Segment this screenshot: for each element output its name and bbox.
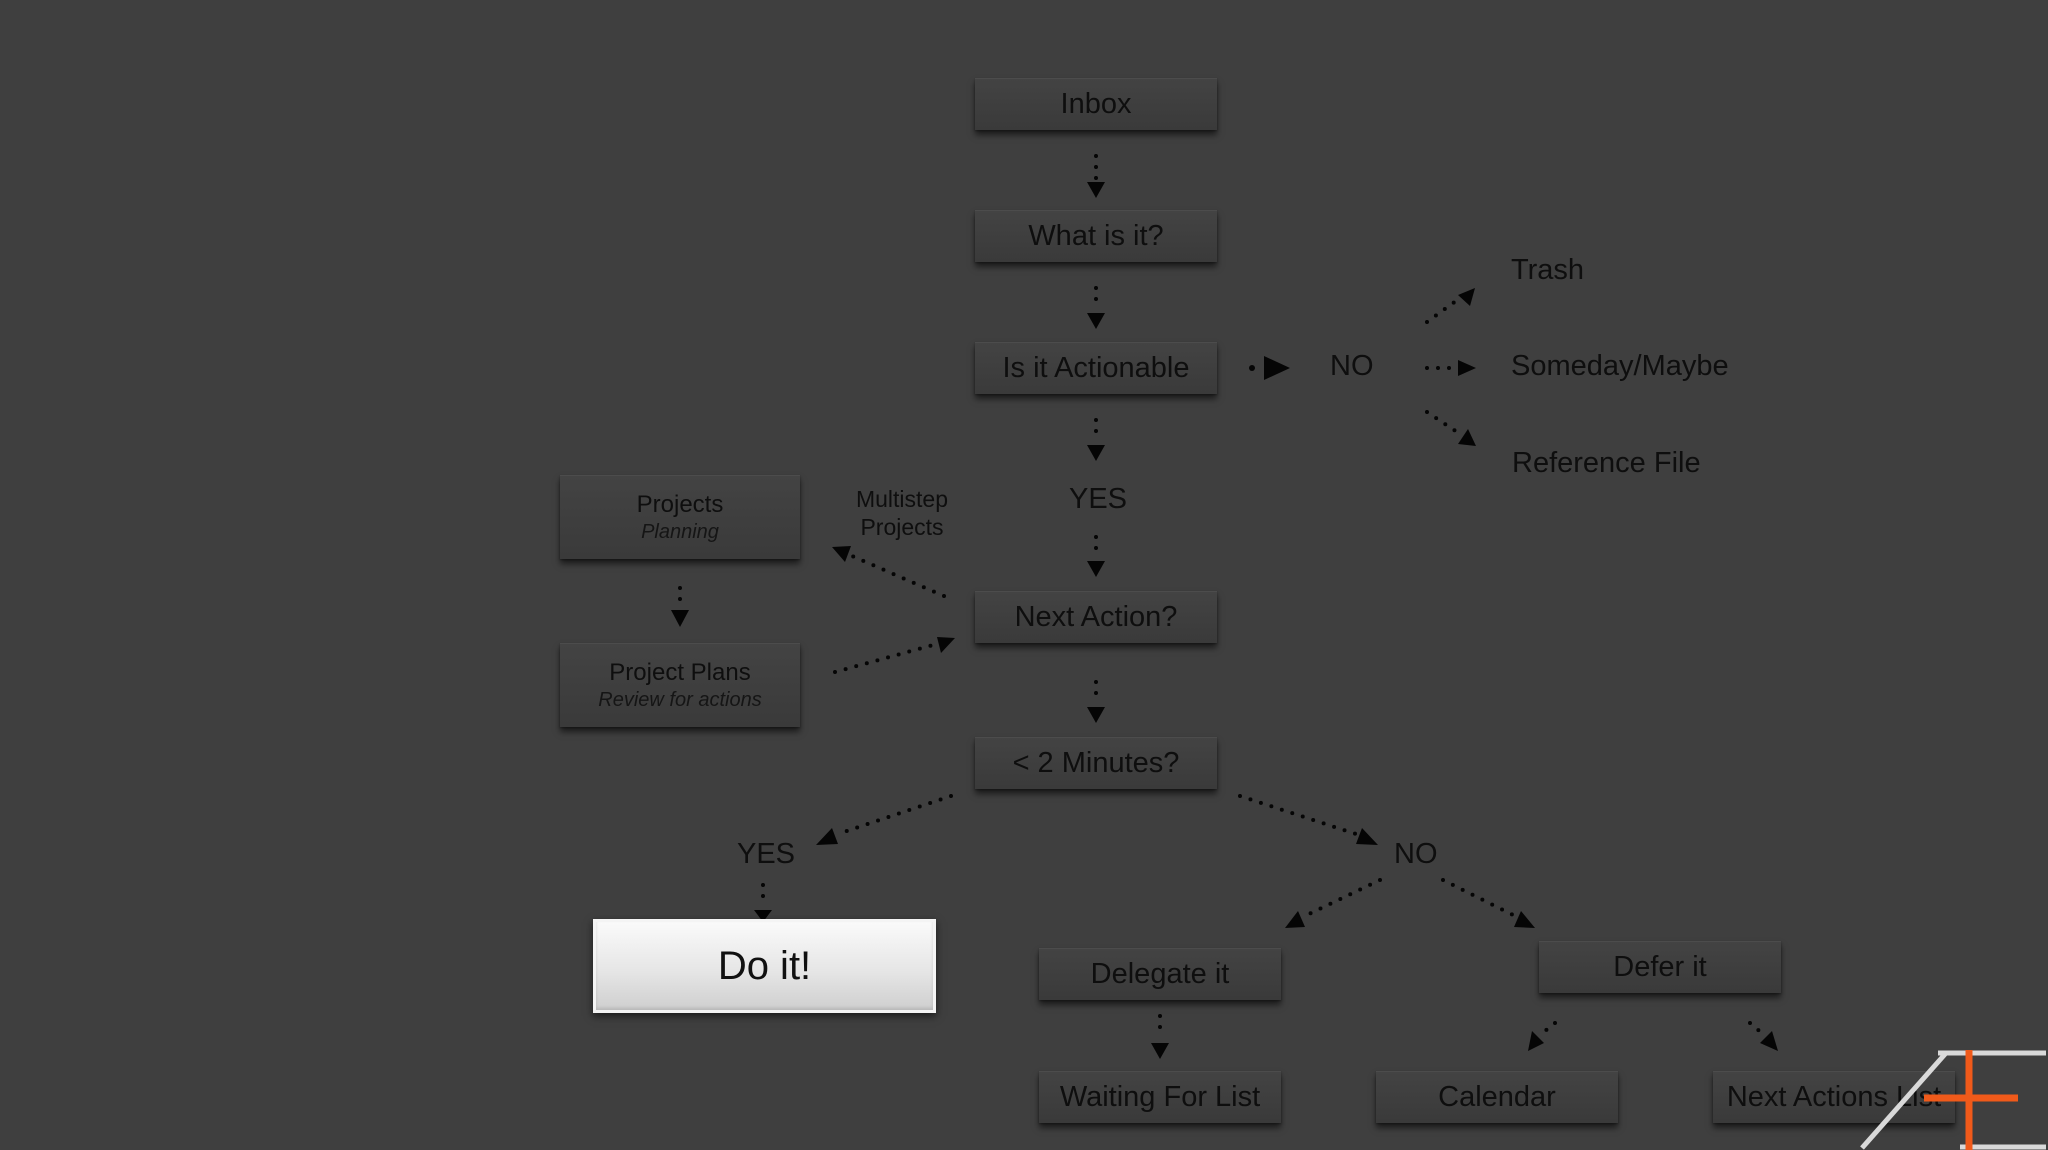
arrowhead-yes-to-next-action [1087, 561, 1105, 577]
arrow-no-to-trash [1425, 296, 1462, 324]
arrowhead-no-to-someday [1458, 360, 1476, 376]
waiting-for-list-label: Waiting For List [1059, 1080, 1261, 1113]
delegate-label: Delegate it [1090, 957, 1230, 990]
arrow-no-to-reference [1425, 410, 1462, 436]
next-action-box: Next Action? [975, 591, 1217, 643]
projects-label: Projects [636, 491, 724, 519]
projects-box: Projects Planning [560, 475, 800, 559]
arrow-plans-to-next-action [833, 643, 935, 674]
defer-box: Defer it [1539, 941, 1781, 993]
defer-label: Defer it [1613, 950, 1707, 983]
arrowhead-what-to-actionable [1087, 313, 1105, 329]
delegate-box: Delegate it [1039, 948, 1281, 1000]
arrowhead-yes-to-do-it [754, 910, 772, 922]
arrow-two-minutes-to-yes [836, 794, 953, 836]
arrow-defer-to-calendar [1538, 1021, 1557, 1037]
reference-file-label: Reference File [1512, 447, 1701, 479]
arrowhead-two-minutes-to-no [1356, 828, 1378, 845]
logo-slash [1860, 1051, 1948, 1150]
projects-subtitle: Planning [641, 520, 719, 543]
arrowhead-delegate-to-waiting [1151, 1043, 1169, 1059]
arrowhead-two-minutes-to-yes [816, 828, 838, 845]
arrow-actionable-to-no [1249, 365, 1255, 371]
arrowhead-next-action-to-projects [832, 546, 851, 562]
what-is-it-box: What is it? [975, 210, 1217, 262]
arrowhead-defer-to-next-actions [1760, 1031, 1778, 1051]
two-minutes-no-label: NO [1394, 838, 1438, 870]
arrowhead-actionable-to-no [1264, 356, 1290, 380]
arrowhead-no-to-trash [1458, 288, 1475, 306]
waiting-for-list-box: Waiting For List [1039, 1071, 1281, 1123]
arrow-defer-to-next-actions [1748, 1021, 1766, 1037]
is-actionable-label: Is it Actionable [1002, 351, 1190, 384]
arrowhead-defer-to-calendar [1528, 1031, 1544, 1051]
project-plans-box: Project Plans Review for actions [560, 643, 800, 727]
actionable-yes-label: YES [1069, 483, 1128, 515]
arrowhead-next-action-to-two-minutes [1087, 707, 1105, 723]
calendar-label: Calendar [1438, 1080, 1556, 1113]
arrowhead-actionable-to-yes [1087, 445, 1105, 461]
project-plans-label: Project Plans [609, 659, 751, 687]
someday-maybe-label: Someday/Maybe [1511, 350, 1729, 382]
arrowhead-no-to-reference [1458, 429, 1476, 446]
do-it-label: Do it! [717, 943, 812, 988]
not-actionable-no-label: NO [1330, 350, 1374, 382]
calendar-box: Calendar [1376, 1071, 1618, 1123]
arrowhead-no-to-delegate [1285, 911, 1305, 928]
two-minutes-label: < 2 Minutes? [1012, 746, 1180, 779]
arrowhead-plans-to-next-action [937, 637, 955, 653]
corner-logo [1860, 1050, 2046, 1150]
what-is-it-label: What is it? [1028, 219, 1164, 252]
is-actionable-box: Is it Actionable [975, 342, 1217, 394]
arrowhead-inbox-to-what [1087, 182, 1105, 198]
two-minutes-yes-label: YES [737, 838, 796, 870]
two-minutes-box: < 2 Minutes? [975, 737, 1217, 789]
arrow-two-minutes-to-no [1238, 794, 1358, 836]
arrowhead-projects-to-plans [671, 610, 689, 627]
arrow-no-to-defer [1441, 878, 1515, 917]
trash-label: Trash [1511, 254, 1585, 286]
inbox-label: Inbox [1060, 87, 1132, 120]
multistep-projects-label: Multistep Projects [855, 486, 949, 540]
arrowhead-no-to-defer [1514, 911, 1535, 928]
project-plans-subtitle: Review for actions [598, 688, 762, 711]
do-it-box: Do it! [593, 919, 936, 1013]
inbox-box: Inbox [975, 78, 1217, 130]
arrow-next-action-to-projects [850, 554, 946, 598]
next-action-label: Next Action? [1014, 600, 1178, 633]
arrow-no-to-delegate [1305, 878, 1382, 917]
